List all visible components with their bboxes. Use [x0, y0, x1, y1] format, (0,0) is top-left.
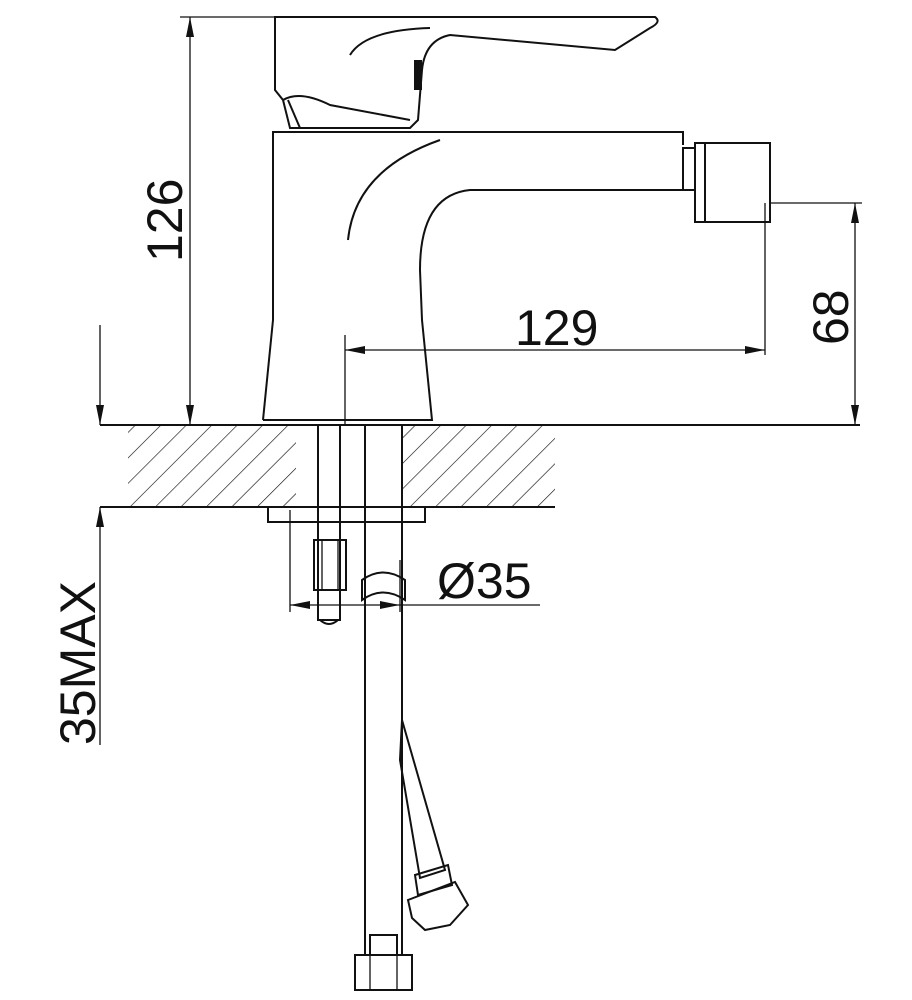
mounting-hardware	[267, 424, 426, 625]
lever-handle	[274, 16, 659, 129]
dimension-counter-thickness: 35MAX	[50, 325, 106, 745]
label-126: 126	[137, 179, 193, 262]
faucet-body	[262, 131, 684, 425]
dimension-spout-height: 68	[770, 202, 862, 425]
supply-hose-secondary	[398, 719, 470, 932]
countertop	[100, 424, 860, 508]
spout-aerator	[682, 142, 771, 223]
dimension-hole-diameter: Ø35	[289, 510, 540, 612]
label-diameter-35: Ø35	[437, 553, 532, 609]
dimension-total-height: 126	[137, 16, 275, 425]
label-68: 68	[803, 289, 859, 345]
supply-hose-main	[354, 424, 413, 991]
dimension-spout-reach: 129	[345, 203, 766, 356]
label-129: 129	[515, 300, 598, 356]
label-35max: 35MAX	[50, 581, 106, 745]
